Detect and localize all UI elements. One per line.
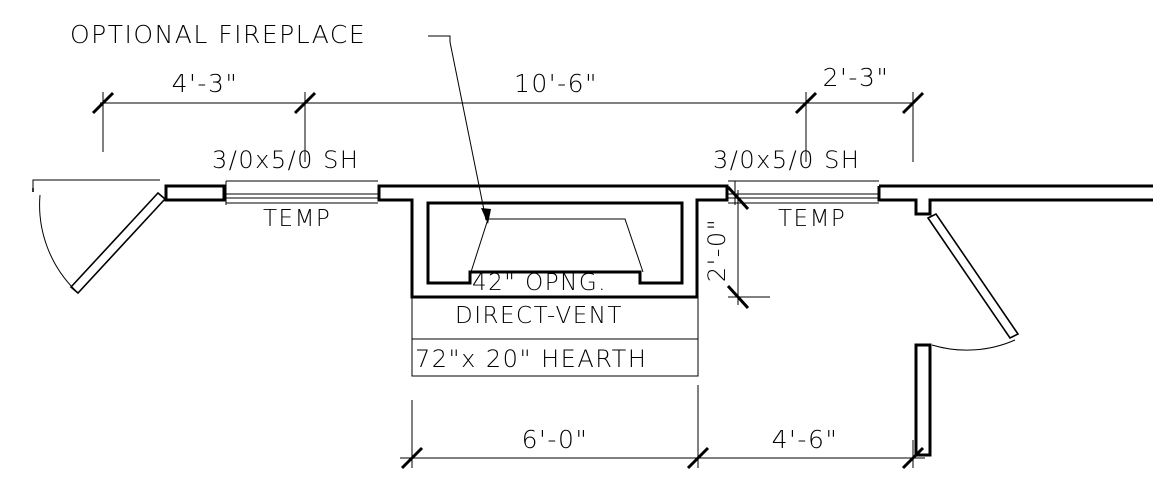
depth-dimension (726, 185, 770, 310)
right-wall (877, 184, 1153, 457)
callout-leader (428, 35, 491, 224)
bottom-dimension-string (400, 385, 925, 470)
dim-fireplace-depth: 2'-0" (703, 218, 731, 282)
temp-label-right: TEMP (778, 206, 846, 232)
window-label-left: 3/0x5/0 SH (212, 146, 359, 174)
dim-top-left: 4'-3" (172, 69, 239, 98)
opening-label: 42" OPNG. (472, 270, 607, 296)
hearth-label: 72"x 20" HEARTH (415, 345, 647, 373)
dim-bottom-left: 6'-0" (522, 425, 589, 454)
temp-label-left: TEMP (263, 206, 331, 232)
dim-bottom-right: 4'-6" (772, 425, 839, 454)
window-left (164, 180, 378, 205)
left-swing-door (32, 179, 167, 295)
hearth (411, 296, 699, 377)
top-dimension-string (91, 91, 925, 162)
vent-label: DIRECT-VENT (455, 303, 623, 329)
window-label-right: 3/0x5/0 SH (713, 146, 860, 174)
fireplace-callout-text: OPTIONAL FIREPLACE (70, 20, 366, 49)
right-swing-door (926, 212, 1020, 351)
dim-top-middle: 10'-6" (514, 69, 598, 98)
window-right (728, 180, 879, 205)
firebox-outline (470, 218, 644, 273)
dim-top-right: 2'-3" (823, 63, 890, 92)
